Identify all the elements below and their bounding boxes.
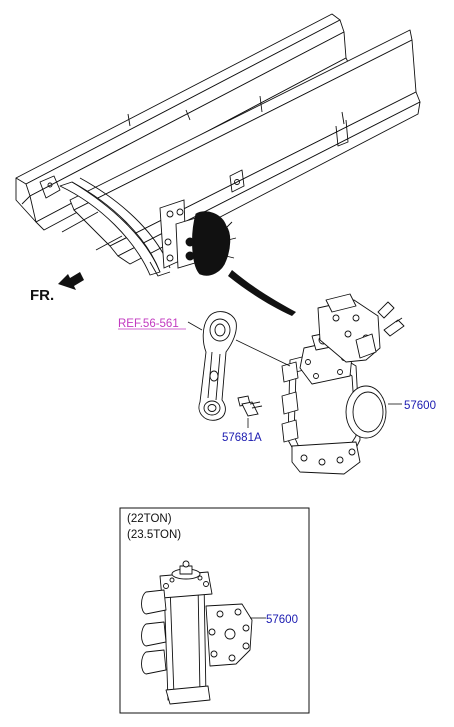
- ref-label: REF.56-561: [118, 318, 179, 330]
- front-arrow: FR.: [30, 272, 84, 304]
- leader-lines: [187, 321, 402, 428]
- inset-title-23-5ton: (23.5TON): [127, 529, 181, 541]
- pitman-arm: [198, 311, 237, 421]
- bolt-57681a-shape: [237, 395, 263, 417]
- inset-panel: (22TON) (23.5TON): [119, 507, 310, 714]
- part-number-57600: 57600: [404, 400, 436, 412]
- part-number-57681a: 57681A: [222, 432, 262, 444]
- inset-steering-gear: [141, 560, 253, 705]
- front-label: FR.: [30, 287, 54, 304]
- inset-title-22ton: (22TON): [127, 513, 172, 525]
- detail-pointer-arrow: [228, 270, 296, 316]
- inset-part-number-57600: 57600: [266, 614, 298, 626]
- main-steering-gear: [281, 293, 405, 475]
- frame-mounted-gear: [159, 199, 237, 276]
